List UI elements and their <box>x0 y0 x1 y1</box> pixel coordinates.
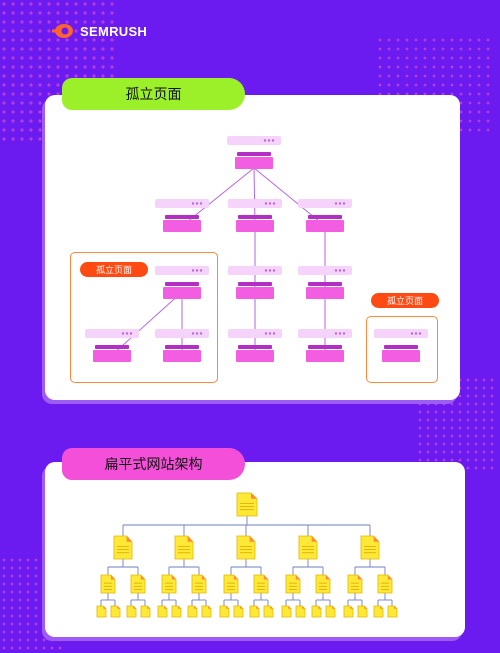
document-icon <box>140 605 151 618</box>
page-node <box>228 329 282 362</box>
document-icon <box>387 605 398 618</box>
orphan-group-left <box>70 252 218 383</box>
document-icon <box>281 605 292 618</box>
page-node <box>155 266 209 299</box>
document-icon <box>285 574 301 594</box>
brand-name: SEMRUSH <box>80 23 148 39</box>
page-node <box>227 136 281 169</box>
page-node <box>228 266 282 299</box>
document-icon <box>126 605 137 618</box>
orphan-label-left: 孤立页面 <box>80 262 148 277</box>
document-icon <box>130 574 146 594</box>
document-icon <box>113 535 133 560</box>
page-node <box>374 329 428 362</box>
document-icon <box>236 535 256 560</box>
orphan-label-right: 孤立页面 <box>371 293 439 308</box>
semrush-logo: SEMRUSH <box>50 23 147 39</box>
page-node <box>85 329 139 362</box>
document-icon <box>360 535 380 560</box>
document-icon <box>161 574 177 594</box>
document-icon <box>201 605 212 618</box>
document-icon <box>171 605 182 618</box>
document-icon <box>191 574 207 594</box>
page-node <box>298 329 352 362</box>
document-icon <box>96 605 107 618</box>
document-icon <box>315 574 331 594</box>
document-icon <box>249 605 260 618</box>
document-icon <box>253 574 269 594</box>
page-node <box>298 199 352 232</box>
orphan-pages-card <box>45 95 460 400</box>
page-node <box>155 329 209 362</box>
document-icon <box>219 605 230 618</box>
document-icon <box>347 574 363 594</box>
document-icon <box>295 605 306 618</box>
document-icon <box>373 605 384 618</box>
document-icon <box>236 492 258 517</box>
document-icon <box>311 605 322 618</box>
orphan-pages-title: 孤立页面 <box>62 78 245 110</box>
document-icon <box>357 605 368 618</box>
tree-link <box>111 291 183 356</box>
document-icon <box>325 605 336 618</box>
document-icon <box>343 605 354 618</box>
document-icon <box>223 574 239 594</box>
semrush-flame-icon <box>52 24 73 38</box>
document-icon <box>110 605 121 618</box>
document-icon <box>157 605 168 618</box>
page-node <box>298 266 352 299</box>
document-icon <box>263 605 274 618</box>
document-icon <box>233 605 244 618</box>
document-icon <box>377 574 393 594</box>
flat-architecture-title: 扁平式网站架构 <box>62 448 245 480</box>
document-icon <box>174 535 194 560</box>
page-node <box>155 199 209 232</box>
document-icon <box>187 605 198 618</box>
document-icon <box>100 574 116 594</box>
orphan-group-right <box>366 316 438 383</box>
document-icon <box>298 535 318 560</box>
page-node <box>228 199 282 232</box>
